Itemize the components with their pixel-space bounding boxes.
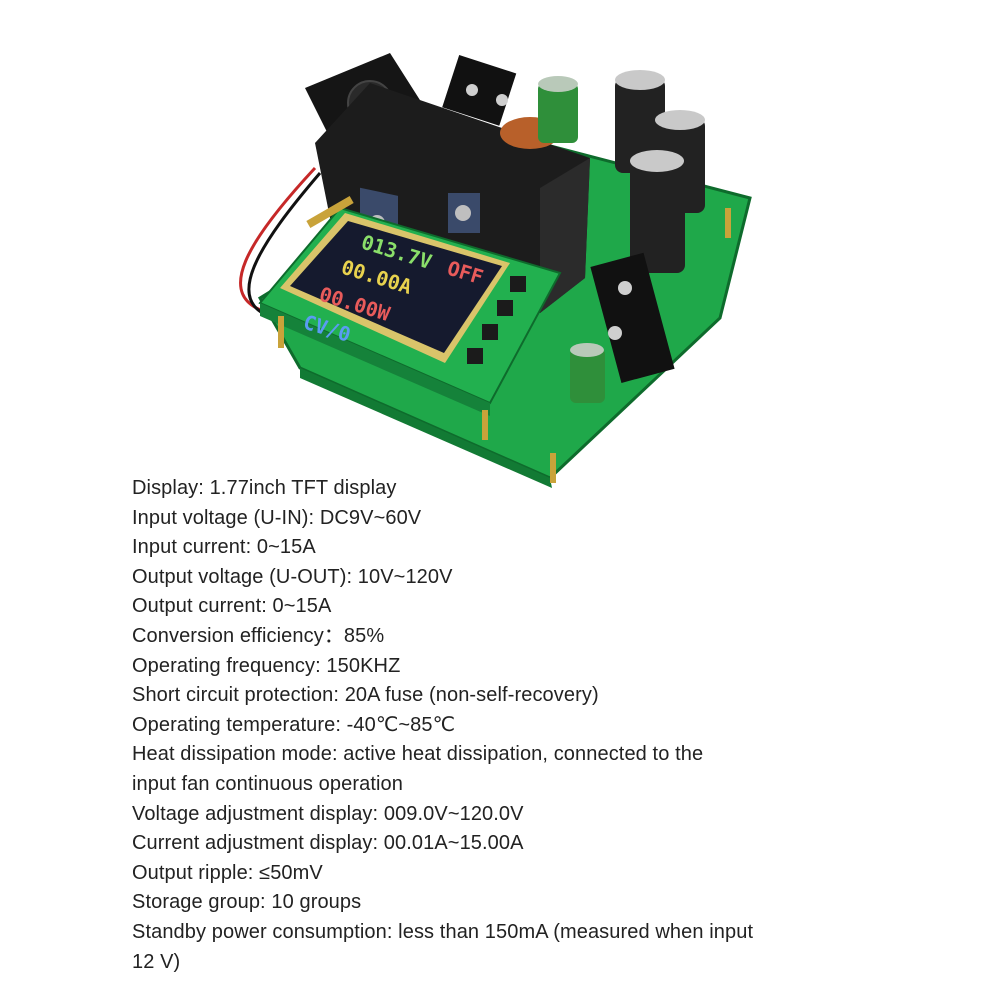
- spec-list: Display: 1.77inch TFT display Input volt…: [132, 474, 812, 977]
- button-3: [482, 324, 498, 340]
- capacitor-top: [570, 343, 604, 357]
- capacitor-top: [630, 150, 684, 172]
- screw-icon: [455, 205, 471, 221]
- fan-wire-black: [247, 172, 322, 320]
- spec-display: Display: 1.77inch TFT display: [132, 477, 397, 499]
- spec-current-adjustment: Current adjustment display: 00.01A~15.00…: [132, 832, 524, 855]
- button-2: [497, 300, 513, 316]
- spec-short-circuit-protection: Short circuit protection: 20A fuse (non-…: [132, 684, 599, 707]
- button-1: [510, 276, 526, 292]
- input-terminal: [442, 54, 517, 126]
- spec-operating-frequency: Operating frequency: 150KHZ: [132, 654, 401, 677]
- spec-standby-power-line2: 12 V): [132, 950, 181, 973]
- screw-icon: [608, 326, 622, 340]
- spec-input-voltage: Input voltage (U-IN): DC9V~60V: [132, 506, 422, 529]
- spec-standby-power-line1: Standby power consumption: less than 150…: [132, 920, 754, 943]
- spec-heat-dissipation-line2: input fan continuous operation: [132, 772, 403, 795]
- capacitor-large-3: [630, 158, 685, 273]
- control-buttons: [467, 276, 526, 364]
- capacitor-large-1: [615, 78, 665, 173]
- standoff: [482, 410, 488, 440]
- tft-screen: [290, 221, 502, 353]
- screw-icon: [618, 281, 632, 295]
- button-4: [467, 348, 483, 364]
- standoff: [725, 208, 731, 238]
- capacitor-top: [538, 76, 578, 92]
- spec-output-voltage: Output voltage (U-OUT): 10V~120V: [132, 565, 453, 588]
- capacitor-small: [538, 83, 578, 143]
- capacitor-output: [570, 348, 605, 403]
- display-board-edge: [260, 303, 490, 416]
- pcb-edge: [300, 368, 552, 488]
- spec-voltage-adjustment: Voltage adjustment display: 009.0V~120.0…: [132, 802, 524, 825]
- standoff: [550, 453, 556, 483]
- standoff: [278, 316, 284, 348]
- product-photo: 013.7V OFF 00.00A 00.00W CV/0: [239, 53, 752, 488]
- spec-operating-temperature: Operating temperature: -40℃~85℃: [132, 713, 456, 736]
- output-terminal: [590, 252, 675, 383]
- spec-output-current: Output current: 0~15A: [132, 595, 332, 618]
- screw-icon: [466, 84, 478, 96]
- capacitor-top: [615, 70, 665, 90]
- spec-conversion-efficiency: Conversion efficiency：85%: [132, 624, 385, 647]
- spec-output-ripple: Output ripple: ≤50mV: [132, 861, 323, 884]
- screw-icon: [496, 94, 508, 106]
- spec-storage-group: Storage group: 10 groups: [132, 891, 362, 914]
- spec-heat-dissipation-line1: Heat dissipation mode: active heat dissi…: [132, 743, 704, 766]
- header-pins: [306, 196, 354, 228]
- capacitor-top: [655, 110, 705, 130]
- spec-input-current: Input current: 0~15A: [132, 536, 316, 559]
